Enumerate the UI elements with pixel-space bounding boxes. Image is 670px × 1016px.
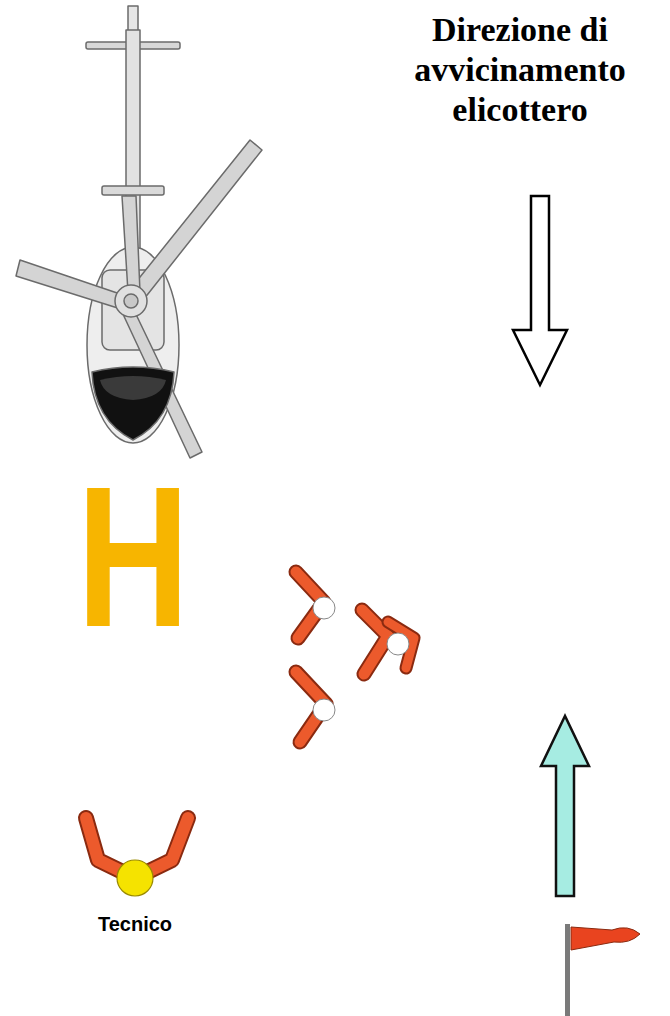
technician-figure xyxy=(86,818,188,896)
windsock xyxy=(565,924,640,1016)
ground-crew xyxy=(296,572,414,742)
technician-label: Tecnico xyxy=(60,912,210,936)
helipad-letter: H xyxy=(55,457,211,657)
helicopter xyxy=(16,6,262,458)
approach-arrow xyxy=(513,196,567,385)
direction-label: Direzione di avvicinamento elicottero xyxy=(378,10,662,130)
wind-arrow xyxy=(541,716,589,896)
